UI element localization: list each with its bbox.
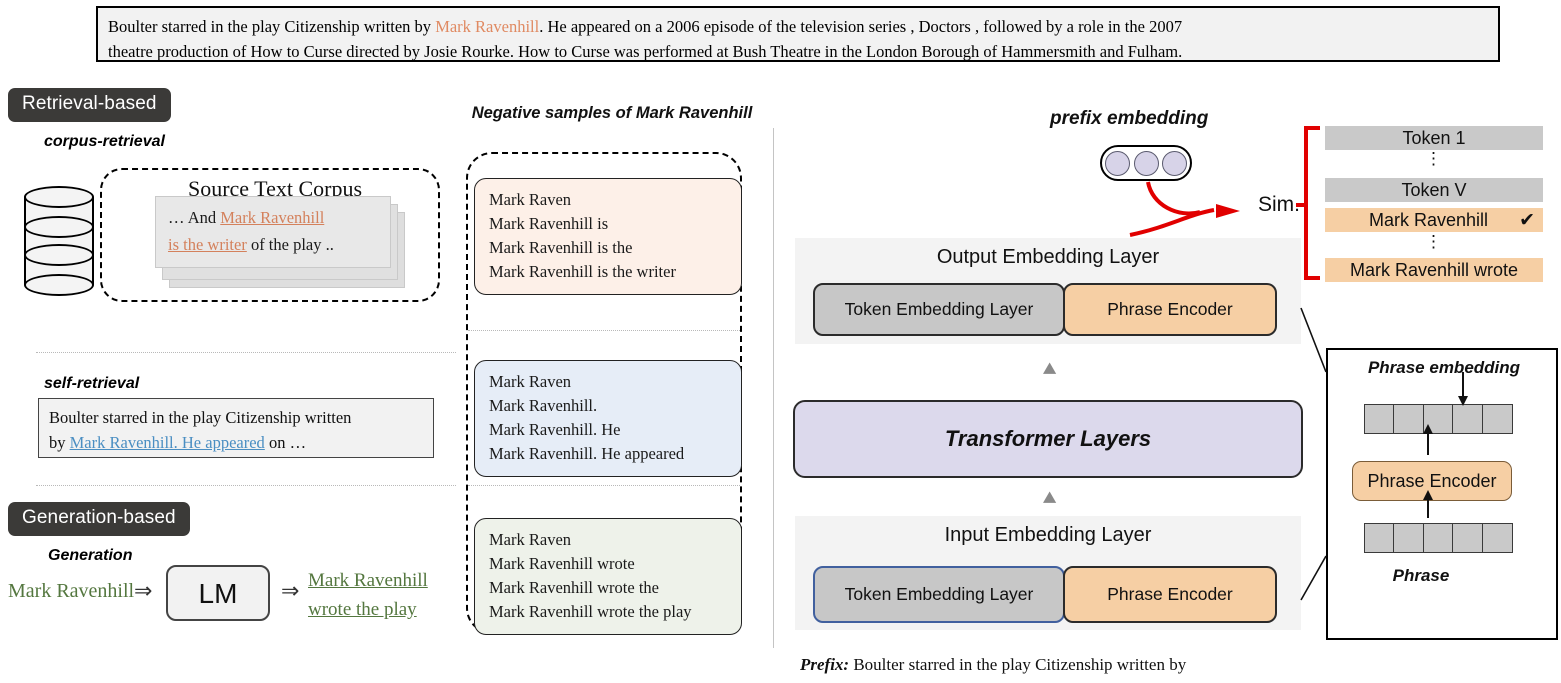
prefix-embedding-label: prefix embedding: [1050, 108, 1209, 129]
database-cylinder-icon: [24, 186, 96, 296]
phrase-cell: [1363, 523, 1395, 553]
negative-sample-item: Mark Ravenhill wrote: [489, 554, 635, 573]
corpus-doc-continuation: is the writer: [168, 235, 247, 254]
check-icon: ✔: [1519, 209, 1535, 231]
self-retrieval-line-1: Boulter starred in the play Citizenship …: [49, 408, 352, 427]
corpus-retrieval-label: corpus-retrieval: [44, 133, 165, 150]
divider-corpus-self: [36, 352, 456, 353]
similarity-label: Sim.: [1258, 193, 1300, 216]
embedding-cell: [1393, 404, 1424, 434]
self-retrieval-suffix: on …: [264, 433, 307, 452]
negative-samples-generation-box: Mark Raven Mark Ravenhill wrote Mark Rav…: [474, 518, 742, 635]
self-retrieval-prefix: by: [49, 433, 70, 452]
vocab-row-label: Mark Ravenhill: [1369, 209, 1489, 230]
negative-sample-item: Mark Ravenhill.: [489, 396, 598, 415]
arrow-up-output-icon: ⯅: [1040, 356, 1060, 383]
negative-samples-self-box: Mark Raven Mark Ravenhill. Mark Ravenhil…: [474, 360, 742, 477]
embedding-cell: [1452, 404, 1483, 434]
corpus-doc-suffix: of the play ..: [246, 235, 334, 254]
phrase-cell: [1452, 523, 1483, 553]
self-retrieval-entity: Mark Ravenhill. He appeared: [69, 433, 265, 452]
vocab-row-token-v[interactable]: Token V: [1325, 178, 1543, 202]
vocab-ellipsis-1: ⋮: [1425, 149, 1442, 168]
phrase-token-cells: [1363, 523, 1513, 553]
negative-sample-item: Mark Raven: [489, 190, 572, 209]
corpus-document-stack: … And Mark Ravenhill is the writer of th…: [155, 196, 405, 288]
banner-highlight-entity: Mark Ravenhill: [435, 17, 540, 36]
self-retrieval-passage: Boulter starred in the play Citizenship …: [38, 398, 434, 458]
input-embedding-layer-title: Input Embedding Layer: [944, 524, 1152, 546]
input-token-embedding-layer-box[interactable]: Token Embedding Layer: [813, 566, 1065, 623]
negative-sample-item: Mark Ravenhill. He: [489, 420, 621, 439]
corpus-document-card-1: … And Mark Ravenhill is the writer of th…: [155, 196, 391, 268]
embedding-cell: [1422, 404, 1454, 434]
input-phrase-encoder-box[interactable]: Phrase Encoder: [1063, 566, 1277, 623]
vocab-row-token-1[interactable]: Token 1: [1325, 126, 1543, 150]
divider-neg-1-2: [468, 330, 740, 331]
negative-sample-item: Mark Raven: [489, 372, 572, 391]
phrase-embedding-title: Phrase embedding: [1367, 358, 1521, 377]
arrow-up-input-icon: ⯅: [1040, 485, 1060, 512]
output-embedding-row: Token Embedding Layer Phrase Encoder: [813, 283, 1277, 336]
generation-arrow-in-icon: ⇒: [134, 578, 153, 603]
transformer-layers-box[interactable]: Transformer Layers: [793, 400, 1303, 478]
phrase-cell: [1481, 523, 1513, 553]
banner-text-a: Boulter starred in the play Citizenship …: [108, 17, 436, 36]
input-embedding-row: Token Embedding Layer Phrase Encoder: [813, 566, 1277, 623]
vocab-row-mark-ravenhill[interactable]: Mark Ravenhill ✔: [1325, 208, 1543, 232]
divider-neg-2-3: [468, 485, 740, 486]
divider-self-generation: [36, 485, 456, 486]
banner-text-b: . He appeared on a 2006 episode of the t…: [539, 17, 1183, 36]
output-phrase-encoder-box[interactable]: Phrase Encoder: [1063, 283, 1277, 336]
embedding-dot-icon: [1161, 150, 1187, 176]
retrieval-based-pill: Retrieval-based: [8, 88, 171, 122]
negative-sample-item: Mark Ravenhill wrote the play: [489, 602, 692, 621]
negative-sample-item: Mark Ravenhill is: [489, 214, 609, 233]
self-retrieval-line-2: by Mark Ravenhill. He appeared on …: [49, 430, 423, 455]
corpus-doc-entity: Mark Ravenhill: [220, 208, 325, 227]
prefix-caption-bold: Prefix:: [800, 655, 850, 674]
corpus-doc-line-2: is the writer of the play ..: [168, 231, 382, 258]
generation-based-label: Generation-based: [8, 502, 190, 536]
generation-output-line-1: Mark Ravenhill: [308, 570, 428, 591]
context-banner: Boulter starred in the play Citizenship …: [96, 6, 1500, 62]
panel-divider: [773, 128, 774, 648]
context-banner-line-1: Boulter starred in the play Citizenship …: [108, 14, 1488, 39]
output-token-embedding-layer-box[interactable]: Token Embedding Layer: [813, 283, 1065, 336]
negative-sample-item: Mark Ravenhill. He appeared: [489, 444, 685, 463]
language-model-box: LM: [166, 565, 270, 621]
prefix-embedding-vector: [1100, 145, 1192, 181]
vocab-ellipsis-2: ⋮: [1425, 232, 1442, 251]
generation-input-text: Mark Ravenhill: [8, 580, 135, 602]
generation-based-pill: Generation-based: [8, 502, 190, 536]
phrase-embedding-cells: [1363, 404, 1513, 434]
embedding-dot-icon: [1105, 150, 1131, 176]
generation-output-line-2: wrote the play: [308, 599, 417, 620]
embedding-dot-icon: [1133, 150, 1159, 176]
phrase-bottom-label: Phrase: [1392, 566, 1450, 585]
corpus-doc-prefix: … And: [168, 208, 221, 227]
output-embedding-layer-title: Output Embedding Layer: [936, 246, 1160, 268]
embedding-cell: [1481, 404, 1513, 434]
generation-arrow-out-icon: ⇒: [281, 578, 300, 603]
negative-sample-item: Mark Raven: [489, 530, 572, 549]
negative-sample-item: Mark Ravenhill is the: [489, 238, 633, 257]
negative-samples-title: Negative samples of Mark Ravenhill: [471, 104, 753, 122]
context-banner-line-2: theatre production of How to Curse direc…: [108, 42, 1183, 61]
negative-sample-item: Mark Ravenhill is the writer: [489, 262, 676, 281]
vocab-row-mark-ravenhill-wrote[interactable]: Mark Ravenhill wrote: [1325, 258, 1543, 282]
self-retrieval-label: self-retrieval: [44, 375, 140, 392]
prefix-caption-text: Boulter starred in the play Citizenship …: [849, 655, 1187, 674]
phrase-encoder-detail-box[interactable]: Phrase Encoder: [1352, 461, 1512, 501]
phrase-cell: [1393, 523, 1424, 553]
corpus-doc-line-1: … And Mark Ravenhill: [168, 204, 382, 231]
retrieval-based-label: Retrieval-based: [8, 88, 171, 122]
generation-label: Generation: [48, 547, 133, 564]
corpus-retrieval-group: [100, 168, 440, 302]
prefix-caption: Prefix: Boulter starred in the play Citi…: [800, 655, 1186, 675]
negative-samples-corpus-box: Mark Raven Mark Ravenhill is Mark Ravenh…: [474, 178, 742, 295]
negative-sample-item: Mark Ravenhill wrote the: [489, 578, 659, 597]
phrase-cell: [1422, 523, 1454, 553]
embedding-cell: [1363, 404, 1395, 434]
